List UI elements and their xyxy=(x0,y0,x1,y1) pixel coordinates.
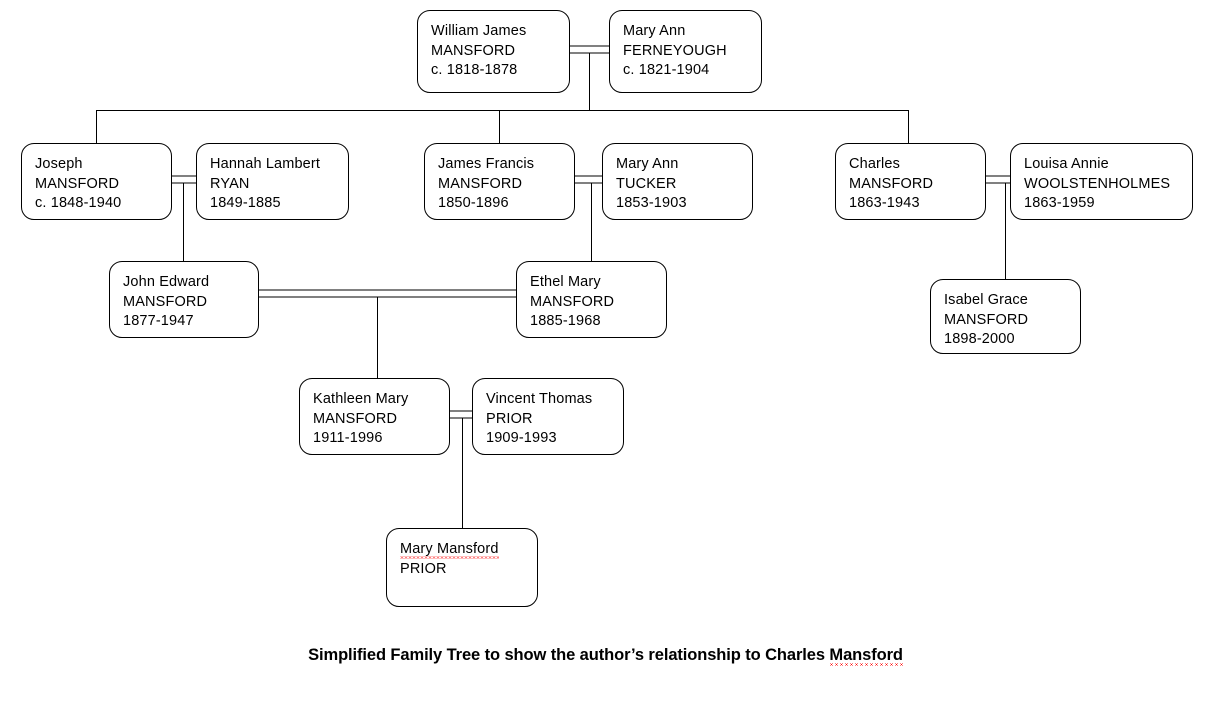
person-given-name: James Francis xyxy=(438,156,535,172)
person-surname: PRIOR xyxy=(400,560,447,577)
person-surname: MANSFORD xyxy=(313,410,398,427)
person-surname: WOOLSTENHOLMES xyxy=(1024,175,1171,192)
person-surname: FERNEYOUGH xyxy=(623,42,727,59)
misspelled-word: Mansford xyxy=(829,646,903,664)
person-box-charles-mansford[interactable]: Charles MANSFORD 1863-1943 xyxy=(835,143,986,220)
person-box-ethel-mary-mansford[interactable]: Ethel Mary MANSFORD 1885-1968 xyxy=(516,261,667,338)
person-given-name: Isabel Grace xyxy=(944,292,1028,308)
marriage-line-kathleen-vincent xyxy=(450,410,472,528)
person-surname: MANSFORD xyxy=(944,311,1029,328)
diagram-caption: Simplified Family Tree to show the autho… xyxy=(0,646,1211,665)
person-surname: MANSFORD xyxy=(849,175,934,192)
person-box-louisa-annie-woolstenholmes[interactable]: Louisa Annie WOOLSTENHOLMES 1863-1959 xyxy=(1010,143,1193,220)
person-dates: 1885-1968 xyxy=(530,313,601,329)
person-box-mary-ann-tucker[interactable]: Mary Ann TUCKER 1853-1903 xyxy=(602,143,753,220)
person-given-name: Vincent Thomas xyxy=(486,391,593,407)
person-given-name: Joseph xyxy=(35,156,83,172)
person-box-john-edward-mansford[interactable]: John Edward MANSFORD 1877-1947 xyxy=(109,261,259,338)
marriage-line-charles-louisa xyxy=(986,175,1010,279)
descent-bus-gen1 xyxy=(96,110,909,143)
marriage-line-james-maryann xyxy=(575,175,602,261)
person-surname: MANSFORD xyxy=(123,293,208,310)
person-dates: 1849-1885 xyxy=(210,195,281,211)
person-surname: MANSFORD xyxy=(438,175,523,192)
person-dates: 1863-1943 xyxy=(849,195,920,211)
person-dates: 1850-1896 xyxy=(438,195,509,211)
person-dates: 1853-1903 xyxy=(616,195,687,211)
person-given-name: Mary Mansford xyxy=(400,540,537,560)
person-surname: MANSFORD xyxy=(431,42,516,59)
person-dates: 1911-1996 xyxy=(313,430,383,446)
person-given-name: Charles xyxy=(849,156,900,172)
misspelled-word: Mary Mansford xyxy=(400,541,499,557)
person-given-name: Mary Ann xyxy=(623,23,686,39)
person-dates: 1877-1947 xyxy=(123,313,194,329)
person-given-name: Ethel Mary xyxy=(530,274,601,290)
caption-text: Simplified Family Tree to show the autho… xyxy=(308,646,830,664)
person-box-joseph-mansford[interactable]: Joseph MANSFORD c. 1848-1940 xyxy=(21,143,172,220)
person-given-name: Mary Ann xyxy=(616,156,679,172)
person-dates: c. 1818-1878 xyxy=(431,62,518,78)
person-given-name: John Edward xyxy=(123,274,210,290)
person-box-vincent-thomas-prior[interactable]: Vincent Thomas PRIOR 1909-1993 xyxy=(472,378,624,455)
person-given-name: William James xyxy=(431,23,527,39)
person-box-kathleen-mary-mansford[interactable]: Kathleen Mary MANSFORD 1911-1996 xyxy=(299,378,450,455)
marriage-line-william-mary xyxy=(570,45,609,110)
person-surname: PRIOR xyxy=(486,410,533,427)
person-dates: 1909-1993 xyxy=(486,430,557,446)
person-box-james-francis-mansford[interactable]: James Francis MANSFORD 1850-1896 xyxy=(424,143,575,220)
person-box-william-james-mansford[interactable]: William James MANSFORD c. 1818-1878 xyxy=(417,10,570,93)
person-dates: 1863-1959 xyxy=(1024,195,1095,211)
person-surname: MANSFORD xyxy=(35,175,120,192)
person-box-mary-mansford-prior[interactable]: Mary Mansford PRIOR xyxy=(386,528,538,607)
person-dates: 1898-2000 xyxy=(944,331,1015,347)
person-dates: c. 1821-1904 xyxy=(623,62,710,78)
person-dates: c. 1848-1940 xyxy=(35,195,122,211)
person-box-mary-ann-ferneyough[interactable]: Mary Ann FERNEYOUGH c. 1821-1904 xyxy=(609,10,762,93)
person-surname: RYAN xyxy=(210,175,250,192)
person-given-name: Kathleen Mary xyxy=(313,391,409,407)
person-surname: MANSFORD xyxy=(530,293,615,310)
marriage-line-joseph-hannah xyxy=(172,175,196,261)
person-given-name: Hannah Lambert xyxy=(210,156,321,172)
person-given-name: Louisa Annie xyxy=(1024,156,1109,172)
person-box-isabel-grace-mansford[interactable]: Isabel Grace MANSFORD 1898-2000 xyxy=(930,279,1081,354)
person-box-hannah-lambert-ryan[interactable]: Hannah Lambert RYAN 1849-1885 xyxy=(196,143,349,220)
person-surname: TUCKER xyxy=(616,175,677,192)
marriage-line-john-ethel xyxy=(259,289,516,378)
